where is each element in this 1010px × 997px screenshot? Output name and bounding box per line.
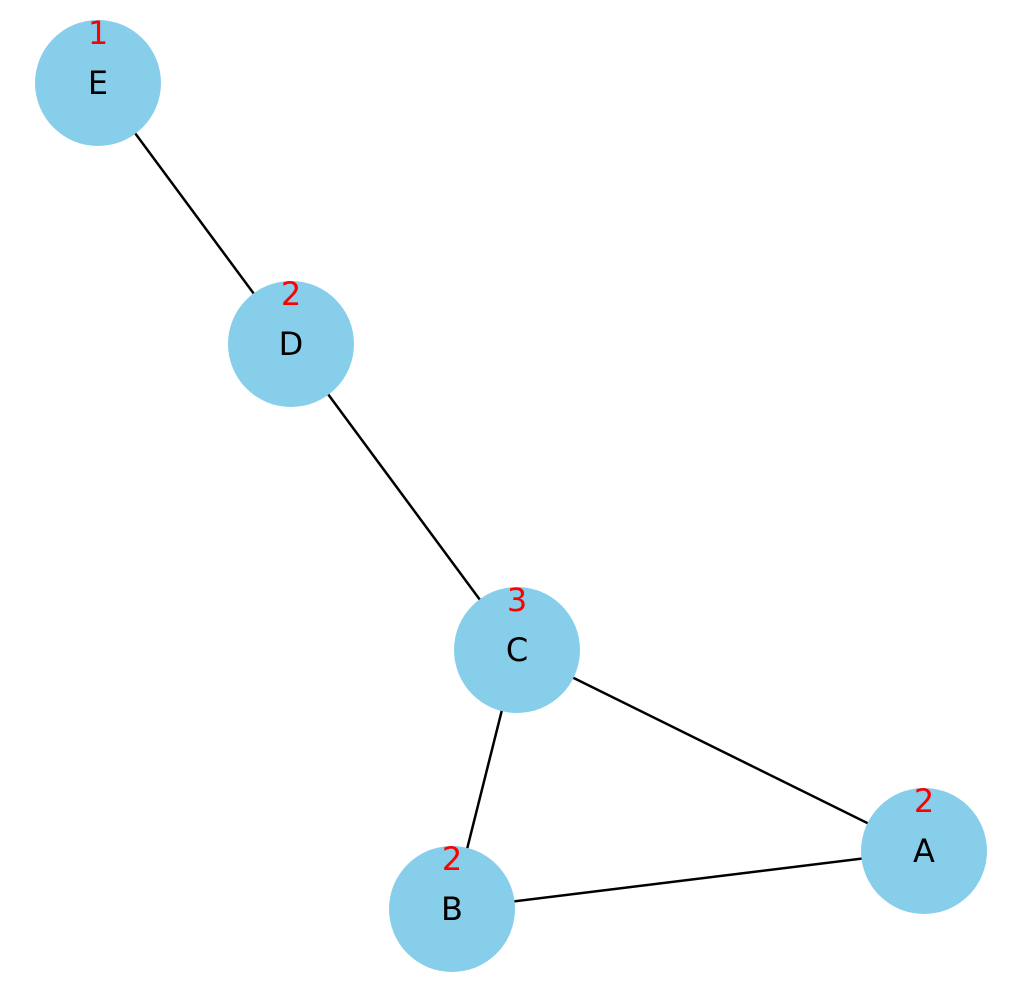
node-label-a: A [913, 832, 935, 870]
node-a: A2 [861, 782, 987, 914]
node-circle-e [35, 20, 161, 146]
node-degree-e: 1 [88, 14, 108, 52]
node-circle-a [861, 788, 987, 914]
node-label-d: D [279, 325, 304, 363]
node-circle-d [228, 281, 354, 407]
node-degree-b: 2 [442, 840, 462, 878]
node-circle-c [454, 587, 580, 713]
edge-c-a [516, 648, 925, 853]
node-b: B2 [389, 840, 515, 972]
node-label-b: B [441, 890, 463, 928]
node-degree-d: 2 [281, 275, 301, 313]
node-label-e: E [88, 64, 108, 102]
node-degree-a: 2 [914, 782, 934, 820]
node-d: D2 [228, 275, 354, 407]
edges-layer [96, 82, 925, 911]
edge-b-a [451, 849, 925, 911]
edge-d-c [289, 343, 519, 651]
node-label-c: C [506, 631, 528, 669]
node-e: E1 [35, 14, 161, 146]
node-degree-c: 3 [507, 581, 527, 619]
node-circle-b [389, 846, 515, 972]
node-c: C3 [454, 581, 580, 713]
